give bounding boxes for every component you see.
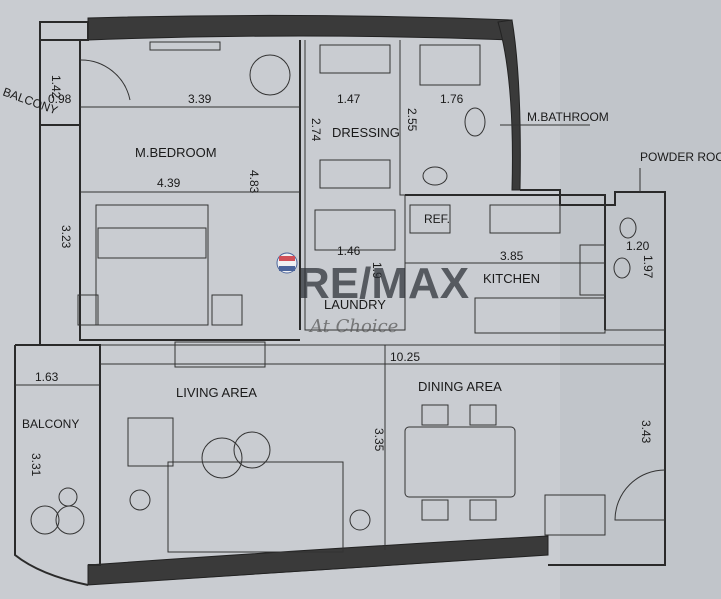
fridge-icon bbox=[409, 204, 451, 234]
laundry-label: LAUNDRY bbox=[324, 297, 386, 312]
powder-width: 1.20 bbox=[626, 239, 650, 253]
bedroom-west-wall bbox=[79, 40, 300, 341]
cooktop-icon bbox=[489, 204, 561, 234]
bedroom-height-left: 3.23 bbox=[59, 225, 73, 249]
dressing-label: DRESSING bbox=[332, 125, 400, 140]
closet-bottom-icon bbox=[319, 159, 391, 189]
dining-chair-3-icon bbox=[421, 499, 449, 521]
bedroom-width: 4.39 bbox=[157, 176, 181, 190]
left-balcony-outline bbox=[14, 345, 89, 586]
powder-height: 1.97 bbox=[641, 255, 655, 279]
balcony-table-icon bbox=[58, 487, 78, 507]
dining-table-icon bbox=[404, 426, 516, 498]
balcony-top-height: 1.42 bbox=[49, 75, 63, 99]
kitchen-width: 3.85 bbox=[500, 249, 524, 263]
coffee-table-icon bbox=[201, 437, 243, 479]
bath-height: 2.55 bbox=[405, 108, 419, 132]
closet-top-icon bbox=[319, 44, 391, 74]
bed-icon bbox=[95, 204, 209, 326]
shower-icon bbox=[419, 44, 481, 86]
armchair-icon bbox=[127, 417, 174, 467]
toilet-icon bbox=[464, 107, 486, 137]
sink-icon bbox=[422, 166, 448, 186]
balcony-top-width: 0.98 bbox=[48, 92, 72, 106]
nightstand-left-icon bbox=[77, 294, 99, 326]
dressing-width: 1.47 bbox=[337, 92, 361, 106]
laundry-height: 1.9 bbox=[370, 262, 384, 279]
balloon-red-band bbox=[279, 256, 295, 261]
dining-height: 3.43 bbox=[639, 420, 653, 444]
sofa-icon bbox=[167, 461, 344, 553]
watermark-logo: RE/MAX At Choice bbox=[276, 252, 469, 337]
side-table-icon bbox=[233, 431, 271, 469]
living-dining-width: 10.25 bbox=[390, 350, 420, 364]
powder-room: POWDER ROOM 1.20 1.97 bbox=[613, 150, 721, 279]
bedroom: M.BEDROOM 3.39 4.39 4.83 3.23 bbox=[59, 41, 300, 326]
wardrobe-icon bbox=[149, 41, 221, 51]
paper-shade bbox=[560, 0, 721, 599]
top-exterior-wall bbox=[87, 14, 513, 41]
washer-icon bbox=[314, 209, 396, 251]
pillow-icon bbox=[97, 227, 207, 259]
entry-door-swing bbox=[614, 469, 666, 521]
fridge-label: REF. bbox=[424, 212, 450, 226]
kitchen-label: KITCHEN bbox=[483, 271, 540, 286]
console-icon bbox=[544, 494, 606, 536]
powder-sink-icon bbox=[613, 257, 631, 279]
bottom-exterior-wall bbox=[87, 535, 549, 586]
plant-icon bbox=[349, 509, 371, 531]
nightstand-right-icon bbox=[211, 294, 243, 326]
living-height: 3.35 bbox=[372, 428, 386, 452]
balcony-door-swing bbox=[79, 59, 131, 101]
master-bathroom: 1.76 2.55 M.BATHROOM bbox=[405, 44, 609, 186]
balloon-blue-band bbox=[279, 266, 295, 271]
east-wall bbox=[520, 189, 666, 566]
dining-label: DINING AREA bbox=[418, 379, 502, 394]
bedroom-label: M.BEDROOM bbox=[135, 145, 217, 160]
dressing-height: 2.74 bbox=[309, 118, 323, 142]
dining-chair-4-icon bbox=[469, 499, 497, 521]
laundry-width: 1.46 bbox=[337, 244, 361, 258]
laundry: 1.46 1.9 LAUNDRY bbox=[314, 209, 396, 312]
balcony-left-height: 3.31 bbox=[29, 453, 43, 477]
dining-chair-2-icon bbox=[469, 404, 497, 426]
top-balcony-rail bbox=[39, 21, 89, 41]
powder-label: POWDER ROOM bbox=[640, 150, 721, 164]
powder-toilet-icon bbox=[619, 217, 637, 239]
bedroom-height-right: 4.83 bbox=[247, 170, 261, 194]
living-label: LIVING AREA bbox=[176, 385, 257, 400]
tv-unit-icon bbox=[174, 341, 266, 368]
kitchen: REF. 3.85 KITCHEN bbox=[405, 204, 606, 334]
balcony-chair-1-icon bbox=[30, 505, 60, 535]
living-dining: 10.25 LIVING AREA DINING AREA 3.35 3.43 bbox=[100, 341, 666, 553]
bedroom-width-top: 3.39 bbox=[188, 92, 212, 106]
chair-icon bbox=[249, 54, 291, 96]
lamp-icon bbox=[129, 489, 151, 511]
balcony-left-width: 1.63 bbox=[35, 370, 59, 384]
watermark-script: At Choice bbox=[308, 316, 398, 337]
bath-label: M.BATHROOM bbox=[527, 110, 609, 124]
watermark-brand: RE/MAX bbox=[298, 259, 469, 308]
left-balcony-wall bbox=[15, 344, 101, 566]
bath-width: 1.76 bbox=[440, 92, 464, 106]
kitchen-island-icon bbox=[474, 297, 606, 334]
kitchen-sink-icon bbox=[579, 244, 606, 296]
balcony-left-label: BALCONY bbox=[22, 417, 79, 431]
left-balcony: 1.63 BALCONY 3.31 bbox=[15, 370, 100, 535]
dining-chair-1-icon bbox=[421, 404, 449, 426]
dressing: 1.47 DRESSING 2.74 bbox=[309, 44, 400, 189]
